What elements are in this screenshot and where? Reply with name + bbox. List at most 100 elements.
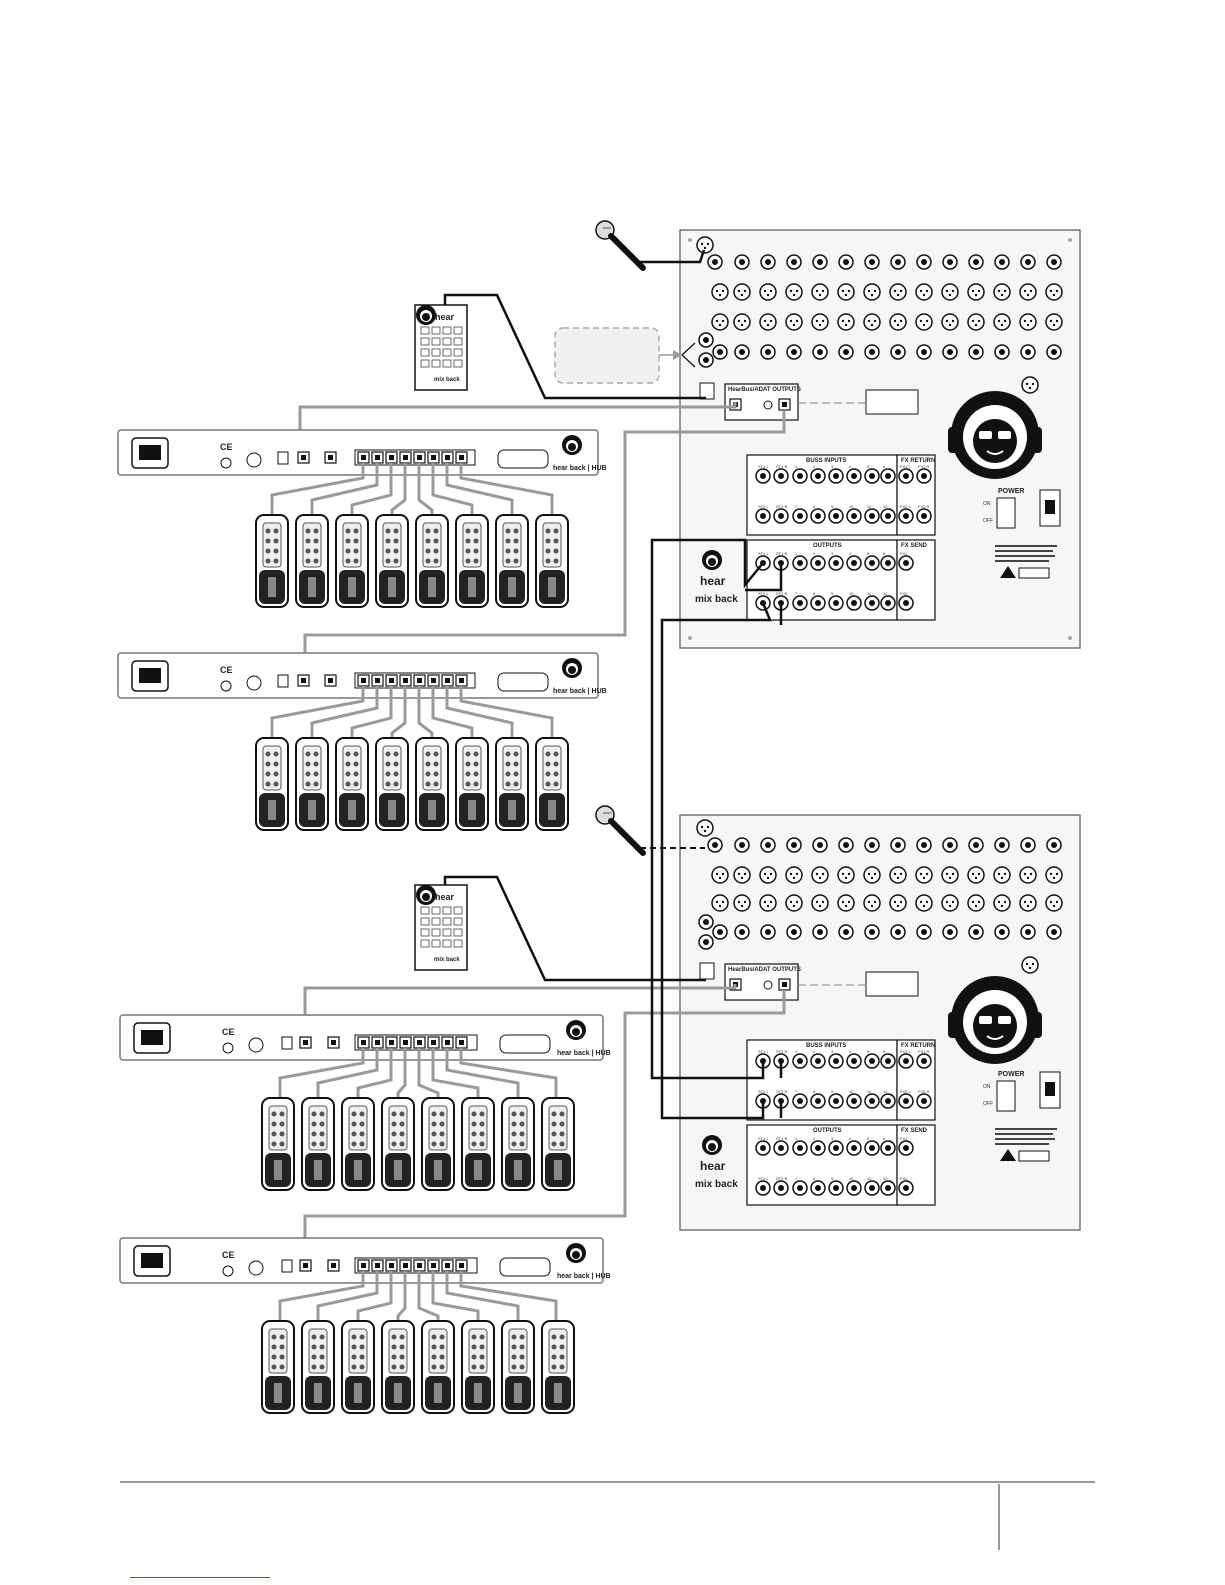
jack-label: 5 bbox=[867, 551, 870, 556]
jack-label: 8 bbox=[813, 1089, 816, 1094]
jack-label: 11 bbox=[867, 591, 872, 596]
jack-label: 4 bbox=[849, 551, 852, 556]
remote-bottom: hear mix back bbox=[414, 875, 706, 982]
jack-label: 2 bbox=[813, 1136, 816, 1141]
jack-label: 12 bbox=[883, 591, 888, 596]
jack-label: 1 bbox=[795, 1049, 798, 1054]
jack-label: FX1 bbox=[900, 551, 908, 556]
jack-label: ST2 R bbox=[776, 591, 787, 596]
jack-label: 2 bbox=[813, 551, 816, 556]
hub-brand-4: hear back | HUB bbox=[557, 1273, 611, 1280]
on-label: ON bbox=[983, 501, 991, 507]
jack-label: 12 bbox=[883, 1089, 888, 1094]
jack-label: 4 bbox=[849, 1136, 852, 1141]
off-label: OFF bbox=[983, 518, 993, 524]
jack-label: 3 bbox=[831, 551, 834, 556]
optional-device-placeholder bbox=[554, 327, 696, 384]
fx-return-label-2: FX RETURN bbox=[901, 1043, 935, 1049]
jack-label: ST1 L bbox=[758, 1136, 769, 1141]
jack-label: ST1 R bbox=[776, 1049, 787, 1054]
jack-label: ST1 L bbox=[758, 551, 769, 556]
jack-label: 8 bbox=[813, 504, 816, 509]
jack-label: FX1 R bbox=[918, 1049, 929, 1054]
jack-label: FX1 L bbox=[900, 1049, 911, 1054]
remote-brand-top-2: hear bbox=[435, 892, 455, 902]
jack-label: FX1 R bbox=[918, 464, 929, 469]
mixer-brand-bottom: mix back bbox=[695, 594, 738, 605]
hub-3: CE hear back | HUB bbox=[119, 1014, 611, 1191]
footer-divider bbox=[998, 1484, 1000, 1550]
jack-label: 9 bbox=[831, 591, 834, 596]
remote-top: hear mix back bbox=[414, 293, 706, 400]
jack-label: 3 bbox=[831, 464, 834, 469]
hub-ce-mark-2: CE bbox=[220, 665, 233, 675]
hearbus-label-2: HearBus/ADAT OUTPUTS bbox=[728, 967, 801, 973]
jack-label: 5 bbox=[867, 1136, 870, 1141]
hub-brand-2: hear back | HUB bbox=[553, 688, 607, 695]
jack-label: ST2 R bbox=[776, 504, 787, 509]
jack-label: ST2 R bbox=[776, 1089, 787, 1094]
jack-label: 10 bbox=[849, 504, 854, 509]
jack-label: 12 bbox=[883, 1176, 888, 1181]
fx-return-label: FX RETURN bbox=[901, 458, 935, 464]
jack-label: ST2 L bbox=[758, 591, 769, 596]
buss-inputs-label: BUSS INPUTS bbox=[806, 458, 846, 464]
jack-label: 5 bbox=[867, 1049, 870, 1054]
jack-label: ST1 L bbox=[758, 464, 769, 469]
outputs-label: OUTPUTS bbox=[813, 543, 842, 549]
jack-label: ST1 R bbox=[776, 464, 787, 469]
jack-label: 1 bbox=[795, 1136, 798, 1141]
jack-label: 4 bbox=[849, 464, 852, 469]
jack-label: 6 bbox=[883, 464, 886, 469]
jack-label: 11 bbox=[867, 1176, 872, 1181]
jack-label: 9 bbox=[831, 504, 834, 509]
jack-label: 6 bbox=[883, 1049, 886, 1054]
on-label-2: ON bbox=[983, 1084, 991, 1090]
remote-brand-bottom-2: mix back bbox=[434, 957, 460, 963]
jack-label: 7 bbox=[795, 1089, 798, 1094]
hub-4: CE hear back | HUB bbox=[119, 1237, 611, 1414]
outputs-label-2: OUTPUTS bbox=[813, 1128, 842, 1134]
mixer-brand-top-2: hear bbox=[700, 1159, 726, 1173]
jack-label: 1 bbox=[795, 464, 798, 469]
mixer-top: HearBus/ADAT OUTPUTS BUSS INPUTS FX RETU… bbox=[679, 229, 1081, 649]
hub-brand-3: hear back | HUB bbox=[557, 1050, 611, 1057]
jack-label: ST2 L bbox=[758, 504, 769, 509]
jack-label: 2 bbox=[813, 464, 816, 469]
jack-label: FX2 R bbox=[918, 1089, 929, 1094]
jack-label: 10 bbox=[849, 1089, 854, 1094]
power-label-2: POWER bbox=[998, 1071, 1024, 1078]
off-label-2: OFF bbox=[983, 1101, 993, 1107]
hub-ce-mark: CE bbox=[220, 442, 233, 452]
jack-label: 5 bbox=[867, 464, 870, 469]
jack-label: FX2 L bbox=[900, 1089, 911, 1094]
jack-label: FX2 L bbox=[900, 504, 911, 509]
jack-label: 2 bbox=[813, 1049, 816, 1054]
jack-label: 6 bbox=[883, 1136, 886, 1141]
jack-label: 10 bbox=[849, 1176, 854, 1181]
remote-brand-top: hear bbox=[435, 312, 455, 322]
jack-label: 3 bbox=[831, 1049, 834, 1054]
jack-label: 4 bbox=[849, 1049, 852, 1054]
jack-label: 8 bbox=[813, 591, 816, 596]
microphone-top-icon bbox=[596, 221, 706, 268]
hub-ce-mark-3: CE bbox=[222, 1027, 235, 1037]
mixer-brand-bottom-2: mix back bbox=[695, 1179, 738, 1190]
hearbus-label: HearBus/ADAT OUTPUTS bbox=[728, 387, 801, 393]
buss-inputs-label-2: BUSS INPUTS bbox=[806, 1043, 846, 1049]
footer-link-underline[interactable] bbox=[130, 1577, 270, 1578]
jack-label: 10 bbox=[849, 591, 854, 596]
jack-label: 11 bbox=[867, 1089, 872, 1094]
jack-label: 3 bbox=[831, 1136, 834, 1141]
jack-label: 6 bbox=[883, 551, 886, 556]
mixer-bottom: HearBus/ADAT OUTPUTS BUSS INPUTS FX RETU… bbox=[679, 814, 1081, 1231]
footer-rule bbox=[120, 1481, 1095, 1483]
jack-label: FX2 bbox=[900, 591, 908, 596]
jack-label: FX1 L bbox=[900, 464, 911, 469]
hub-1: CE hear back | HUB bbox=[117, 429, 607, 608]
jack-label: 8 bbox=[813, 1176, 816, 1181]
jack-label: 9 bbox=[831, 1176, 834, 1181]
jack-label: ST1 L bbox=[758, 1049, 769, 1054]
jack-label: ST1 R bbox=[776, 1136, 787, 1141]
jack-label: FX2 R bbox=[918, 504, 929, 509]
